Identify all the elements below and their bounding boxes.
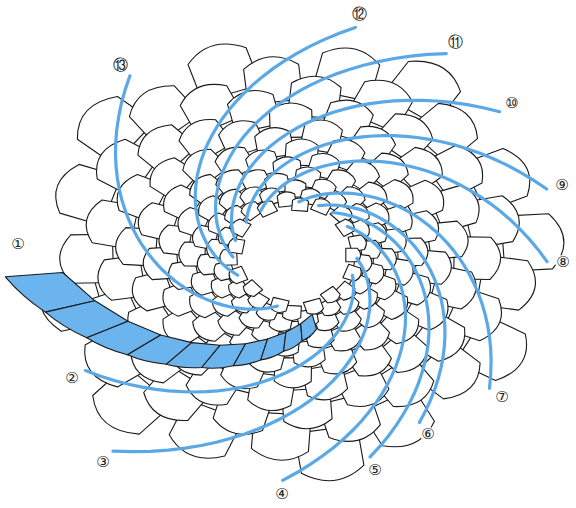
cone-scale	[303, 298, 323, 314]
cone-scale	[270, 297, 289, 312]
highlighted-scale	[261, 332, 286, 360]
callout-number: ⑤	[367, 463, 382, 478]
callout-number: ⑧	[555, 255, 570, 270]
cone-scale	[243, 280, 262, 297]
spiral-curve	[86, 275, 354, 392]
highlighted-parastichy	[5, 273, 316, 369]
spiral-curve	[232, 100, 500, 240]
spiral-curve	[116, 76, 278, 309]
callout-number: ③	[95, 455, 110, 470]
callout-number: ⑬	[112, 58, 129, 73]
spiral-curve	[299, 193, 491, 388]
spiral-curve	[195, 27, 355, 275]
scale-pattern	[40, 44, 564, 481]
highlighted-scale	[301, 314, 317, 340]
spiral-curves	[86, 27, 548, 480]
spiral-curve	[246, 136, 547, 223]
callout-number: ①	[10, 237, 25, 252]
callout-number: ④	[274, 487, 289, 502]
callout-number: ②	[64, 371, 79, 386]
cone-scale	[320, 286, 340, 303]
spiral-curve	[333, 213, 430, 457]
spiral-curve	[216, 54, 447, 257]
highlighted-scale	[284, 324, 303, 352]
callout-number: ⑨	[554, 178, 569, 193]
callout-number: ⑫	[351, 7, 368, 22]
callout-number: ⑦	[494, 390, 509, 405]
spiral-curve	[261, 161, 547, 262]
callout-number: ⑪	[447, 35, 464, 50]
spiral-curve	[283, 227, 406, 481]
callout-number: ⑩	[504, 96, 519, 111]
spiral-curve	[319, 205, 445, 422]
callout-number: ⑥	[420, 427, 435, 442]
spiral-curve	[113, 258, 370, 451]
highlighted-scale	[233, 339, 267, 366]
